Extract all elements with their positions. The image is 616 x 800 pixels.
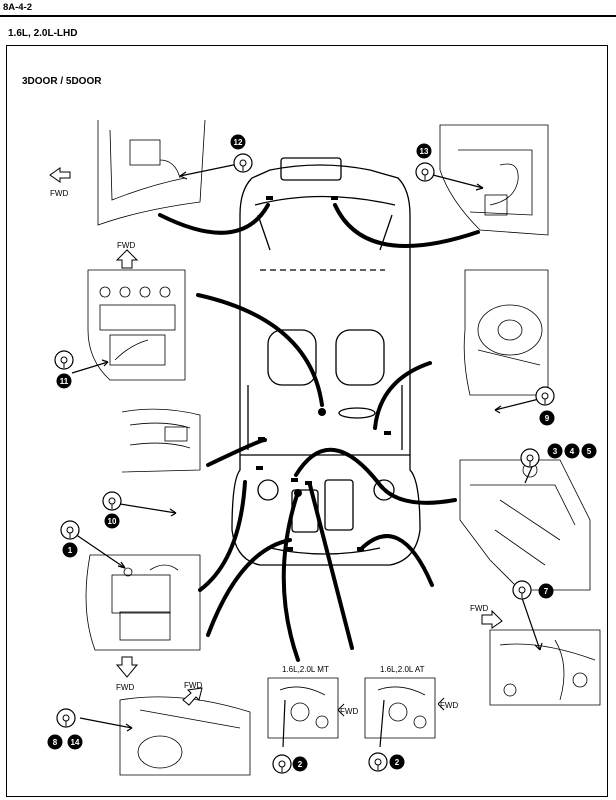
inset-steering-wheel: [463, 269, 549, 396]
vehicle-body-top-view: [231, 157, 421, 566]
inset-headlamp: [119, 696, 251, 776]
header-rule: [0, 15, 616, 17]
inset-transmission-at: [364, 677, 436, 739]
callouts: 12 13 11 9 3 4 5 10 1 7 8 14 2 2: [47, 134, 597, 772]
ground-symbol-icon: [54, 350, 74, 370]
leader-arcs: [158, 203, 480, 662]
page-code: 8A-4-2: [3, 2, 33, 13]
fwd-arrow-up-icon: [115, 249, 139, 269]
svg-text:13: 13: [420, 147, 429, 156]
svg-text:7: 7: [544, 587, 549, 596]
fwd-label: FWD: [117, 241, 135, 250]
inset-battery-area: [85, 554, 201, 651]
callout-9: 9: [539, 410, 555, 426]
fwd-label: FWD: [50, 189, 68, 198]
svg-text:3: 3: [553, 447, 558, 456]
at-variant-label: 1.6L,2.0L AT: [380, 665, 425, 674]
inset-engine-box: [459, 459, 591, 591]
transmission-labels: 1.6L,2.0L MT 1.6L,2.0L AT: [282, 665, 425, 674]
ground-symbol-icon: [512, 580, 532, 600]
ground-symbol-icon: [102, 491, 122, 511]
fwd-label: FWD: [470, 604, 488, 613]
ground-symbol-icon: [233, 153, 253, 173]
fwd-arrow-at-icon: [437, 697, 445, 711]
callout-2-mt: 2: [292, 756, 308, 772]
callout-3: 3: [547, 443, 563, 459]
ground-symbol-icon: [520, 448, 540, 468]
inset-dashboard: [121, 408, 201, 473]
callout-2-at: 2: [389, 754, 405, 770]
fwd-label: FWD: [340, 707, 358, 716]
ground-symbol-icon: [272, 754, 292, 774]
section-subtitle: 1.6L, 2.0L-LHD: [8, 28, 78, 39]
fwd-arrow-right-icon: [481, 609, 503, 629]
figure-frame: [6, 45, 608, 797]
fwd-arrow-left-icon: [49, 167, 71, 183]
fwd-labels: FWD FWD FWD FWD FWD FWD FWD: [50, 189, 488, 716]
callout-12: 12: [230, 134, 246, 150]
fwd-arrow-down-icon: [115, 656, 139, 678]
inset-front-engine-right: [489, 629, 601, 706]
svg-text:9: 9: [545, 414, 550, 423]
svg-text:8: 8: [53, 738, 58, 747]
inset-transmission-mt: [267, 677, 339, 739]
callout-4: 4: [564, 443, 580, 459]
fwd-label: FWD: [440, 701, 458, 710]
figure-title: 3DOOR / 5DOOR: [22, 76, 102, 87]
ground-symbol-icon: [535, 386, 555, 406]
callout-5: 5: [581, 443, 597, 459]
svg-text:10: 10: [108, 517, 117, 526]
ground-symbol-icon: [56, 708, 76, 728]
callout-10: 10: [104, 513, 120, 529]
svg-text:2: 2: [395, 758, 400, 767]
mt-variant-label: 1.6L,2.0L MT: [282, 665, 329, 674]
fwd-label: FWD: [184, 681, 202, 690]
callout-8: 8: [47, 734, 63, 750]
fwd-arrow-diag-icon: [182, 687, 203, 706]
ground-point-markers: [256, 196, 391, 551]
callout-7: 7: [538, 583, 554, 599]
inset-rear-quarter: [97, 119, 206, 226]
callout-11: 11: [56, 373, 72, 389]
svg-text:1: 1: [68, 546, 73, 555]
svg-text:4: 4: [570, 447, 575, 456]
page-header: 8A-4-2: [0, 0, 616, 16]
fwd-label: FWD: [116, 683, 134, 692]
svg-text:12: 12: [234, 138, 243, 147]
inset-center-console: [87, 269, 186, 381]
svg-text:14: 14: [71, 738, 80, 747]
ground-symbol-icon: [60, 520, 80, 540]
fwd-arrows: [49, 167, 503, 717]
ground-symbol-icon: [368, 752, 388, 772]
pointer-lines: [71, 162, 544, 748]
inset-rear-hatch: [439, 124, 549, 236]
ground-symbol-icon: [415, 162, 435, 182]
svg-text:2: 2: [298, 760, 303, 769]
svg-text:11: 11: [60, 377, 69, 386]
fwd-arrow-mt-icon: [337, 703, 345, 717]
svg-text:5: 5: [587, 447, 592, 456]
callout-13: 13: [416, 143, 432, 159]
callout-14: 14: [67, 734, 83, 750]
callout-1: 1: [62, 542, 78, 558]
